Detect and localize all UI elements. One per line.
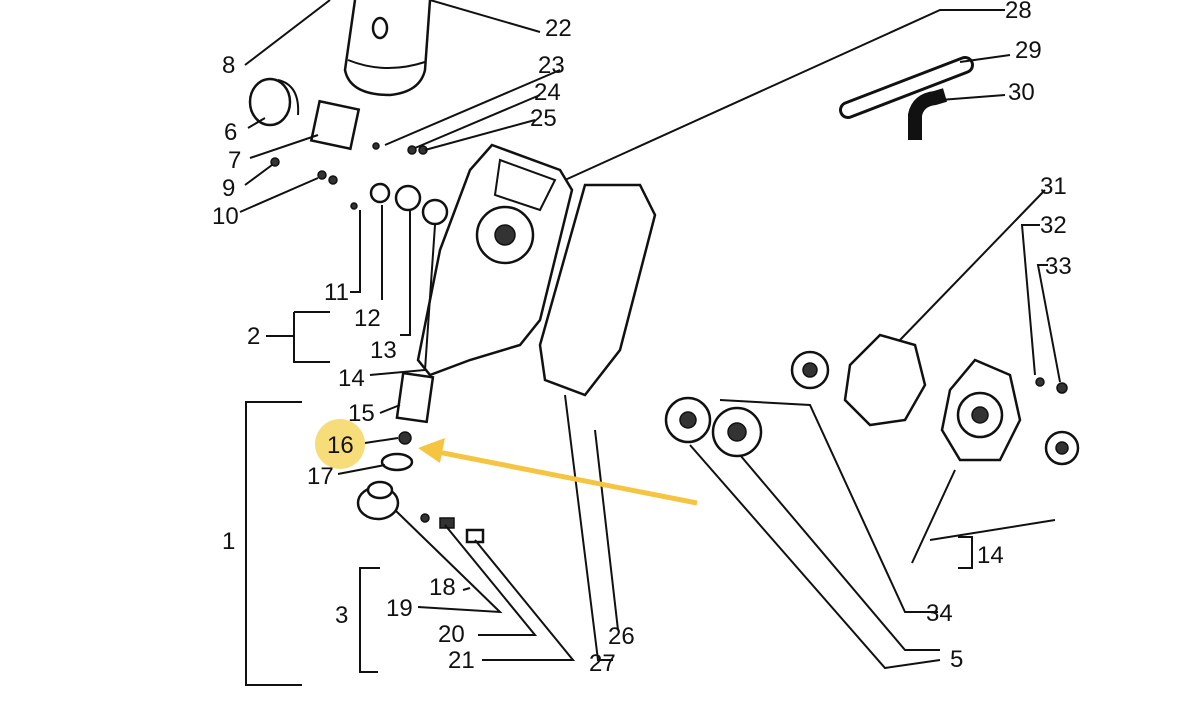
label-20: 20 — [438, 621, 465, 648]
label-24: 24 — [534, 79, 561, 106]
label-13: 13 — [370, 337, 397, 364]
label-32: 32 — [1040, 212, 1067, 239]
label-33: 33 — [1045, 253, 1072, 280]
part-labels: 8 22 23 24 25 28 29 30 6 7 9 10 31 32 33… — [212, 0, 1072, 677]
label-12: 12 — [354, 305, 381, 332]
label-14: 14 — [338, 365, 365, 392]
label-29: 29 — [1015, 37, 1042, 64]
label-26: 26 — [608, 623, 635, 650]
label-3: 3 — [335, 602, 348, 629]
label-18: 18 — [429, 574, 456, 601]
label-15: 15 — [348, 400, 375, 427]
highlight-circle — [315, 419, 365, 469]
label-30: 30 — [1008, 79, 1035, 106]
label-5: 5 — [950, 646, 963, 673]
small-parts — [270, 142, 449, 226]
label-1: 1 — [222, 528, 235, 555]
block-part-7 — [309, 99, 361, 151]
label-2: 2 — [247, 323, 260, 350]
label-17: 17 — [307, 463, 334, 490]
label-8: 8 — [222, 52, 235, 79]
label-28: 28 — [1005, 0, 1032, 24]
label-21: 21 — [448, 647, 475, 674]
leader-lines — [239, 0, 1061, 686]
gasket-part-27 — [538, 183, 657, 397]
label-6: 6 — [224, 119, 237, 146]
label-7: 7 — [228, 147, 241, 174]
nut-part-16 — [398, 431, 412, 445]
cap-part-6 — [248, 77, 300, 127]
label-16-highlighted: 16 — [327, 432, 354, 459]
gears-right — [664, 333, 1080, 466]
label-31: 31 — [1040, 173, 1067, 200]
pipes-29-30 — [839, 56, 974, 140]
label-9: 9 — [222, 175, 235, 202]
label-27: 27 — [589, 650, 616, 677]
label-19: 19 — [386, 595, 413, 622]
cover-part-22 — [343, 0, 432, 97]
washer-part-17 — [380, 452, 414, 472]
label-10: 10 — [212, 203, 239, 230]
label-14-right: 14 — [977, 542, 1004, 569]
label-34: 34 — [926, 600, 953, 627]
label-11: 11 — [324, 279, 349, 306]
label-25: 25 — [530, 105, 557, 132]
label-22: 22 — [545, 15, 572, 42]
gearbox-housing — [416, 143, 574, 377]
label-23: 23 — [538, 52, 565, 79]
sleeve-part-15 — [395, 371, 435, 424]
plug-part-19 — [356, 480, 400, 521]
pointer-arrow — [418, 438, 698, 506]
